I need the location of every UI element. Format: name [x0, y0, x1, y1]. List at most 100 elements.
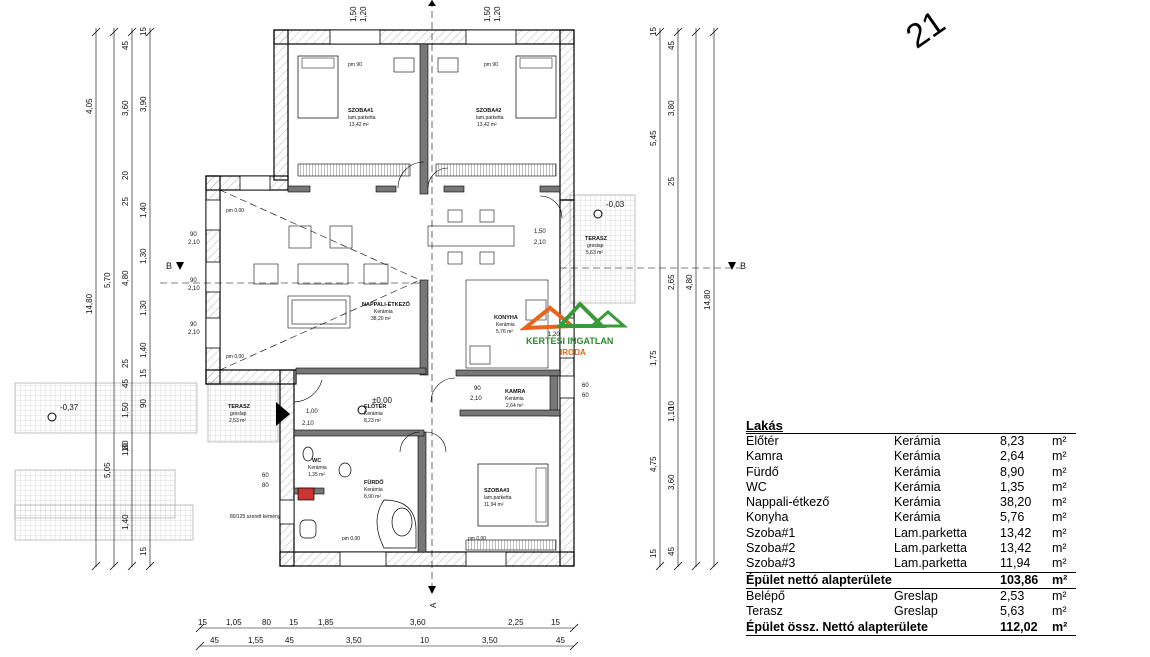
svg-text:13,42 m²: 13,42 m² — [349, 122, 369, 128]
area-cell-unit: m² — [1052, 464, 1067, 479]
svg-text:Kerámia: Kerámia — [374, 309, 393, 315]
svg-text:80: 80 — [262, 618, 271, 627]
svg-text:Kerámia: Kerámia — [364, 487, 383, 493]
svg-text:3,50: 3,50 — [482, 636, 498, 645]
svg-text:3,90: 3,90 — [139, 96, 148, 112]
svg-text:45: 45 — [121, 379, 130, 388]
svg-text:90: 90 — [139, 399, 148, 408]
svg-text:1,20: 1,20 — [493, 6, 502, 22]
desks — [393, 57, 459, 73]
area-cell-val: 1,35 — [1000, 479, 1025, 494]
area-cell-mat: Kerámia — [894, 464, 941, 479]
svg-text:SZOBA#1: SZOBA#1 — [348, 108, 373, 114]
svg-text:60: 60 — [262, 473, 269, 479]
svg-text:1,10: 1,10 — [667, 406, 676, 422]
svg-text:lam.parketta: lam.parketta — [484, 495, 512, 501]
svg-text:10: 10 — [121, 443, 130, 452]
svg-text:2,64 m²: 2,64 m² — [506, 403, 523, 409]
agency-logo: KERTESI INGATLAN IRODA — [520, 301, 628, 357]
svg-text:pm 0,00: pm 0,00 — [468, 536, 486, 542]
svg-text:3,60: 3,60 — [121, 100, 130, 116]
right-dimension-texts: 15 45 3,80 5,45 25 2,65 4,80 14,80 1,75 … — [649, 27, 712, 558]
svg-text:1,20: 1,20 — [359, 6, 368, 22]
svg-text:1,30: 1,30 — [139, 248, 148, 264]
svg-text:25: 25 — [121, 359, 130, 368]
svg-text:1,75: 1,75 — [649, 350, 658, 366]
bottom-dimension-texts: 15 1,05 80 15 1,85 3,60 2,25 15 45 1,55 … — [198, 618, 565, 645]
svg-text:15: 15 — [551, 618, 560, 627]
area-cell-name: Terasz — [746, 604, 783, 619]
svg-text:TERASZ: TERASZ — [228, 404, 251, 410]
svg-text:SZOBA#2: SZOBA#2 — [476, 108, 501, 114]
svg-text:2,10: 2,10 — [470, 396, 482, 402]
area-cell-name: Előtér — [746, 434, 779, 448]
svg-text:4,75: 4,75 — [649, 456, 658, 472]
svg-text:38,20 m²: 38,20 m² — [371, 316, 391, 322]
svg-text:5,63 m²: 5,63 m² — [586, 250, 603, 256]
svg-text:8,23 m²: 8,23 m² — [364, 418, 381, 424]
area-cell-mat: Greslap — [894, 588, 938, 603]
area-cell-unit: m² — [1052, 495, 1067, 510]
corner-number: 21 — [899, 3, 952, 56]
svg-text:3,50: 3,50 — [346, 636, 362, 645]
area-cell-name: Konyha — [746, 510, 789, 525]
area-cell-name: Nappali-étkező — [746, 495, 830, 510]
logo-text-2: IRODA — [560, 348, 586, 357]
svg-text:2,10: 2,10 — [188, 330, 200, 336]
area-cell-unit: m² — [1052, 434, 1067, 448]
area-cell-val: 13,42 — [1000, 541, 1032, 556]
svg-text:2,53 m²: 2,53 m² — [229, 418, 246, 424]
svg-text:NAPPALI-ÉTKEZŐ: NAPPALI-ÉTKEZŐ — [362, 300, 411, 308]
svg-text:15: 15 — [139, 369, 148, 378]
svg-text:80/125 szerelt kémény: 80/125 szerelt kémény — [230, 514, 281, 520]
area-cell-unit: m² — [1052, 479, 1067, 494]
area-table-title: Lakás — [746, 418, 1076, 434]
area-cell-val: 11,94 — [1000, 556, 1031, 571]
net-area-row: Épület nettó alapterülete 103,86 m² — [746, 573, 1076, 589]
svg-text:lam.parketta: lam.parketta — [476, 115, 504, 121]
svg-text:1,80: 1,80 — [121, 440, 130, 456]
area-cell-unit: m² — [1052, 556, 1067, 571]
svg-text:45: 45 — [667, 547, 676, 556]
svg-text:4,80: 4,80 — [685, 274, 694, 290]
section-b-left: B — [166, 261, 172, 271]
area-cell-val: 5,63 — [1000, 604, 1025, 619]
level-terrace-right: -0,03 — [606, 200, 625, 209]
bathroom-fixtures — [297, 446, 417, 549]
svg-text:10: 10 — [667, 401, 676, 410]
dimension-ticks — [91, 27, 719, 651]
dimension-lines — [95, 28, 715, 647]
svg-text:90: 90 — [190, 322, 197, 328]
bed-szoba3 — [465, 463, 557, 551]
svg-text:Kerámia: Kerámia — [308, 465, 327, 471]
svg-text:pm 0,00: pm 0,00 — [226, 208, 244, 214]
svg-text:4,80: 4,80 — [121, 270, 130, 286]
area-cell-val: 8,90 — [1000, 464, 1025, 479]
total-area-row: Épület össz. Nettó alapterülete 112,02 m… — [746, 620, 1076, 636]
svg-text:15: 15 — [139, 27, 148, 36]
svg-text:1,00: 1,00 — [306, 409, 318, 415]
area-cell-mat: Lam.parketta — [894, 541, 967, 556]
svg-text:3,80: 3,80 — [667, 100, 676, 116]
svg-text:15: 15 — [649, 549, 658, 558]
svg-text:Kerámia: Kerámia — [505, 396, 524, 402]
svg-text:15: 15 — [198, 618, 207, 627]
svg-text:2,10: 2,10 — [534, 240, 546, 246]
svg-text:greslap: greslap — [587, 243, 604, 249]
svg-text:1,05: 1,05 — [226, 618, 242, 627]
area-cell-mat: Kerámia — [894, 479, 941, 494]
svg-text:15: 15 — [649, 27, 658, 36]
svg-text:Kerámia: Kerámia — [364, 411, 383, 417]
svg-text:1,40: 1,40 — [121, 514, 130, 530]
door-swings — [293, 161, 563, 453]
svg-text:2,65: 2,65 — [667, 274, 676, 290]
svg-text:15: 15 — [289, 618, 298, 627]
svg-text:45: 45 — [285, 636, 294, 645]
left-dimension-texts: 4,05 14,80 3,60 5,70 4,80 5,05 1,80 15 4… — [85, 27, 148, 556]
svg-text:45: 45 — [556, 636, 565, 645]
